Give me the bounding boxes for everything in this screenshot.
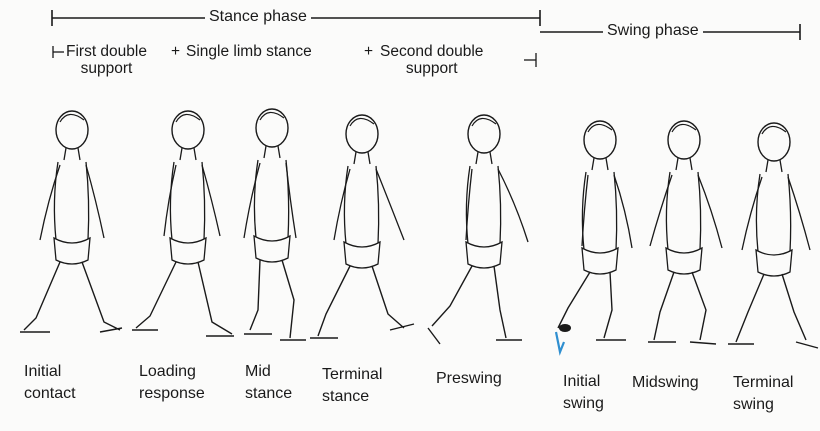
caption-line2: response [139, 385, 205, 403]
caption-loading-response: Loading response [139, 363, 205, 403]
figure-mid-stance [244, 109, 306, 340]
toe-off-marker [559, 324, 571, 332]
figure-initial-contact [20, 111, 122, 332]
figure-preswing [428, 115, 528, 344]
caption-line1: Loading [139, 363, 205, 381]
caption-line2: stance [245, 385, 292, 403]
figure-loading-response [132, 111, 234, 336]
caption-terminal-swing: Terminal swing [733, 374, 793, 414]
caption-line1: Initial [24, 363, 76, 381]
figure-initial-swing [556, 121, 632, 352]
caption-line1: Initial [563, 373, 604, 391]
caption-initial-contact: Initial contact [24, 363, 76, 403]
caption-initial-swing: Initial swing [563, 373, 604, 413]
caption-line1: Preswing [436, 370, 502, 388]
caption-line2: swing [733, 396, 793, 414]
figure-terminal-stance [310, 115, 414, 338]
figure-terminal-swing [728, 123, 818, 348]
caption-line2: swing [563, 395, 604, 413]
caption-line1: Mid [245, 363, 292, 381]
figure-midswing [648, 121, 722, 344]
caption-line1: Terminal [322, 366, 382, 384]
caption-line2: contact [24, 385, 76, 403]
caption-line1: Midswing [632, 374, 699, 392]
caption-preswing: Preswing [436, 370, 502, 388]
caption-line2: stance [322, 388, 382, 406]
caption-mid-stance: Mid stance [245, 363, 292, 403]
caption-terminal-stance: Terminal stance [322, 366, 382, 406]
blue-marker-icon [556, 332, 564, 352]
caption-line1: Terminal [733, 374, 793, 392]
caption-midswing: Midswing [632, 374, 699, 392]
